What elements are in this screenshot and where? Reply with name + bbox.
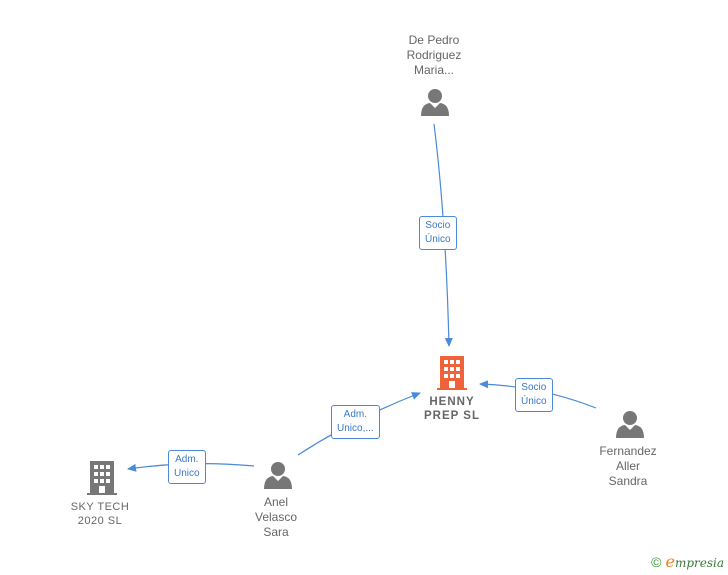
- node-label-line: PREP SL: [424, 410, 480, 422]
- node-label-line: HENNY: [429, 396, 475, 408]
- node-label-sky-tech[interactable]: SKY TECH 2020 SL: [50, 500, 150, 528]
- node-label-line: Maria...: [413, 63, 454, 77]
- edge-label-line: Unico,...: [337, 423, 374, 434]
- node-label-line: Velasco: [254, 510, 298, 524]
- edge-label-line: Adm.: [343, 409, 368, 420]
- edge-label-line: Socio: [425, 220, 451, 231]
- node-label-line: SKY TECH: [70, 501, 130, 513]
- brand-logo: © empresia: [651, 552, 724, 571]
- node-label-line: Sandra: [608, 474, 648, 488]
- node-label-line: Aller: [615, 459, 640, 473]
- copyright-icon: ©: [651, 553, 662, 570]
- node-label-line: 2020 SL: [77, 515, 123, 527]
- node-label-line: Rodriguez: [406, 48, 462, 62]
- person-icon[interactable]: [421, 89, 449, 116]
- edge-label-fernandez-henny[interactable]: Socio Único: [515, 378, 553, 412]
- edge-label-line: Unico: [174, 468, 200, 479]
- edge-label-line: Único: [425, 234, 451, 245]
- building-icon[interactable]: [437, 356, 467, 390]
- brand-wordmark: empresia: [665, 552, 724, 571]
- edge-label-line: Socio: [521, 382, 547, 393]
- node-label-line: Sara: [263, 525, 289, 539]
- node-label-anel[interactable]: Anel Velasco Sara: [226, 495, 326, 540]
- edge-label-line: Adm.: [175, 454, 199, 465]
- person-icon[interactable]: [616, 411, 644, 438]
- edge-label-anel-sky-tech[interactable]: Adm. Unico: [168, 450, 206, 484]
- node-label-henny[interactable]: HENNY PREP SL: [402, 395, 502, 423]
- brand-e: e: [665, 552, 675, 571]
- node-label-line: De Pedro: [408, 33, 460, 47]
- edge-label-line: Único: [521, 396, 547, 407]
- node-label-de-pedro[interactable]: De Pedro Rodriguez Maria...: [384, 33, 484, 78]
- edge-label-de-pedro-henny[interactable]: Socio Único: [419, 216, 457, 250]
- building-icon[interactable]: [87, 461, 117, 495]
- node-label-fernandez[interactable]: Fernandez Aller Sandra: [578, 444, 678, 489]
- edge-label-anel-henny[interactable]: Adm. Unico,...: [331, 405, 380, 439]
- person-icon[interactable]: [264, 462, 292, 489]
- node-label-line: Anel: [263, 495, 289, 509]
- brand-name: mpresia: [674, 556, 724, 570]
- node-label-line: Fernandez: [599, 444, 657, 458]
